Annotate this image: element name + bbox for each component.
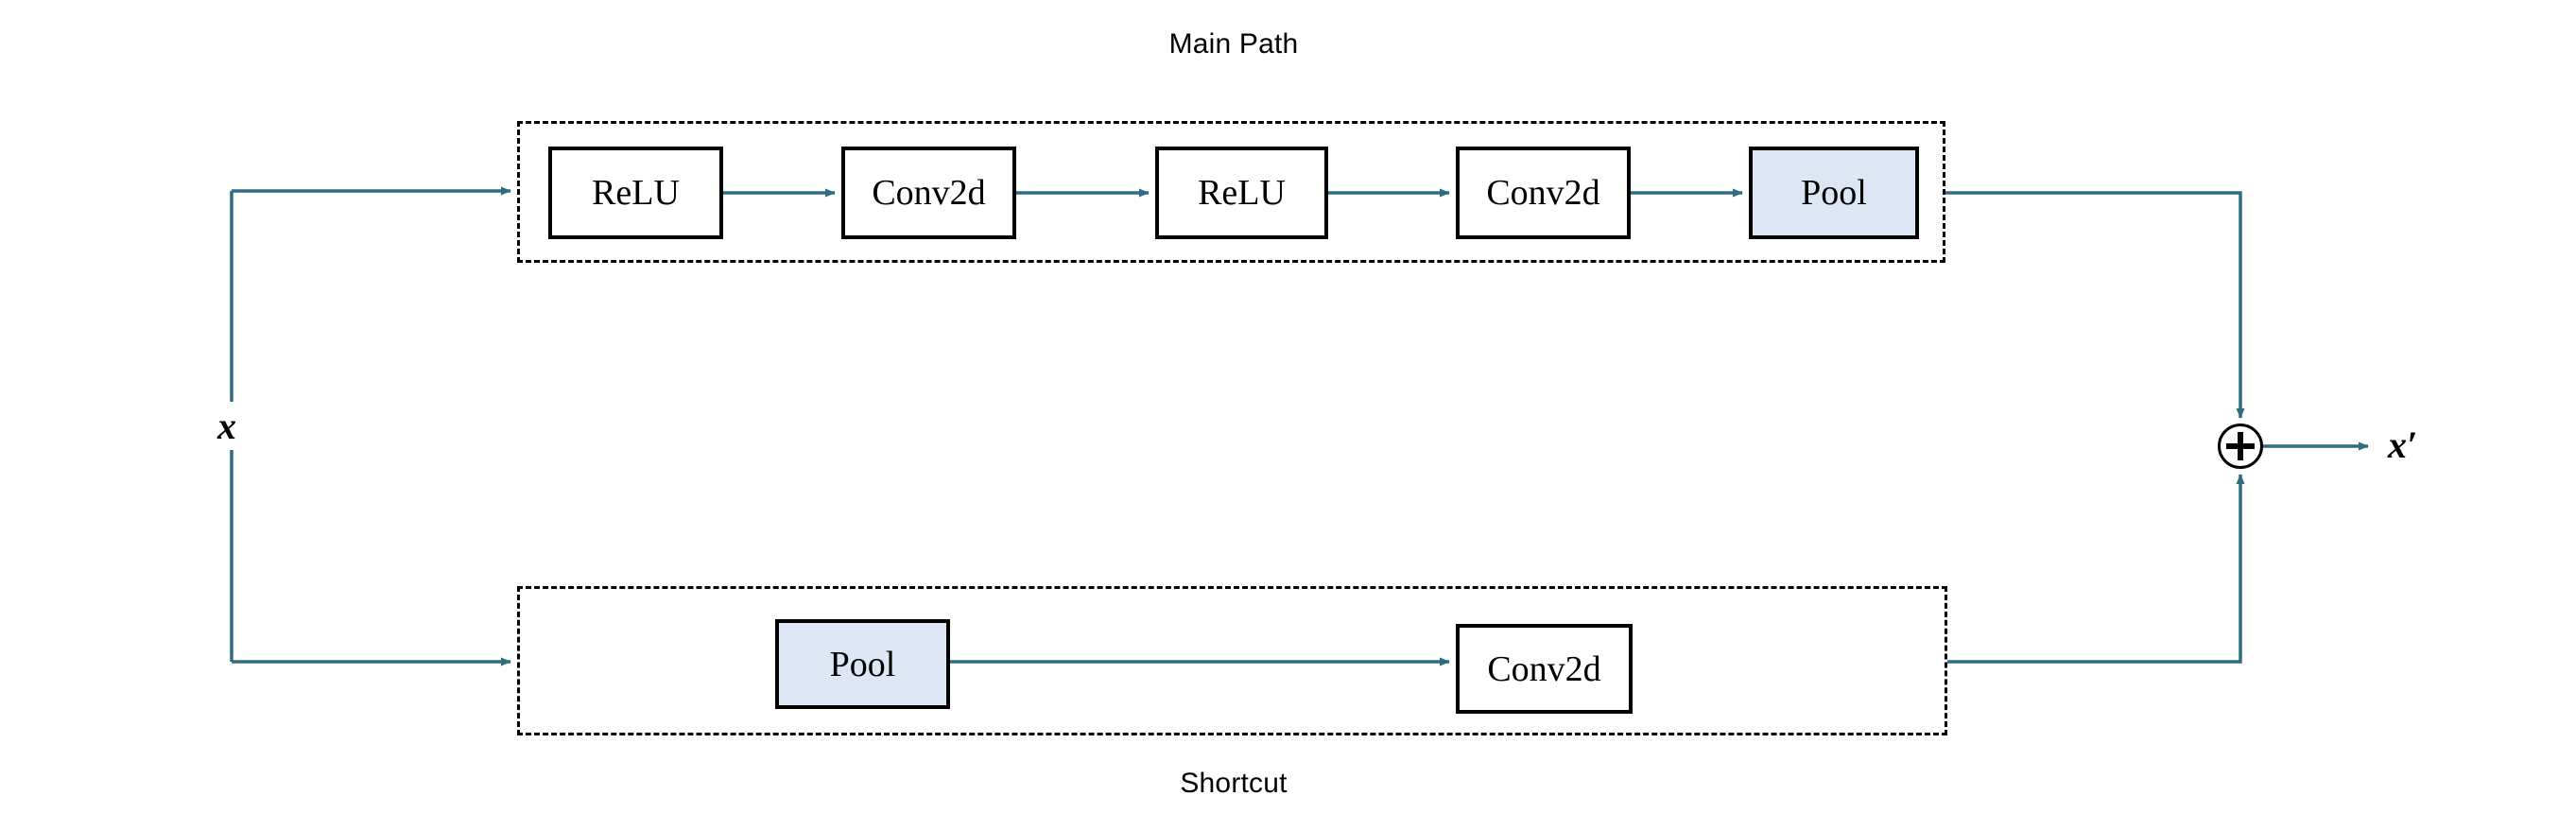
wire-main-to-adder: [1945, 191, 2245, 419]
node-label: Conv2d: [1486, 173, 1600, 213]
node-label: Pool: [1801, 173, 1867, 213]
main-node-conv2d-2[interactable]: Conv2d: [1456, 147, 1631, 239]
shortcut-group: [517, 586, 1947, 735]
input-variable-label: x: [210, 402, 244, 450]
node-label: ReLU: [1198, 173, 1286, 213]
main-path-title: Main Path: [1168, 28, 1299, 60]
node-label: Conv2d: [1487, 648, 1601, 689]
main-node-relu-2[interactable]: ReLU: [1155, 147, 1328, 239]
main-node-conv2d-1[interactable]: Conv2d: [841, 147, 1016, 239]
output-variable-label: x′: [2380, 421, 2426, 469]
shortcut-node-pool[interactable]: Pool: [775, 619, 950, 709]
main-path-group: [517, 121, 1945, 263]
wire-shortcut-to-adder: [1947, 474, 2245, 664]
node-label: Pool: [829, 644, 896, 684]
plus-vertical-bar: [2238, 432, 2243, 460]
shortcut-node-conv2d[interactable]: Conv2d: [1456, 624, 1633, 714]
plus-in-circle-icon: [2218, 424, 2263, 469]
node-label: ReLU: [592, 173, 680, 213]
main-node-relu-1[interactable]: ReLU: [548, 147, 723, 239]
shortcut-title: Shortcut: [1180, 768, 1288, 799]
main-node-pool[interactable]: Pool: [1749, 147, 1919, 239]
node-label: Conv2d: [872, 173, 986, 213]
